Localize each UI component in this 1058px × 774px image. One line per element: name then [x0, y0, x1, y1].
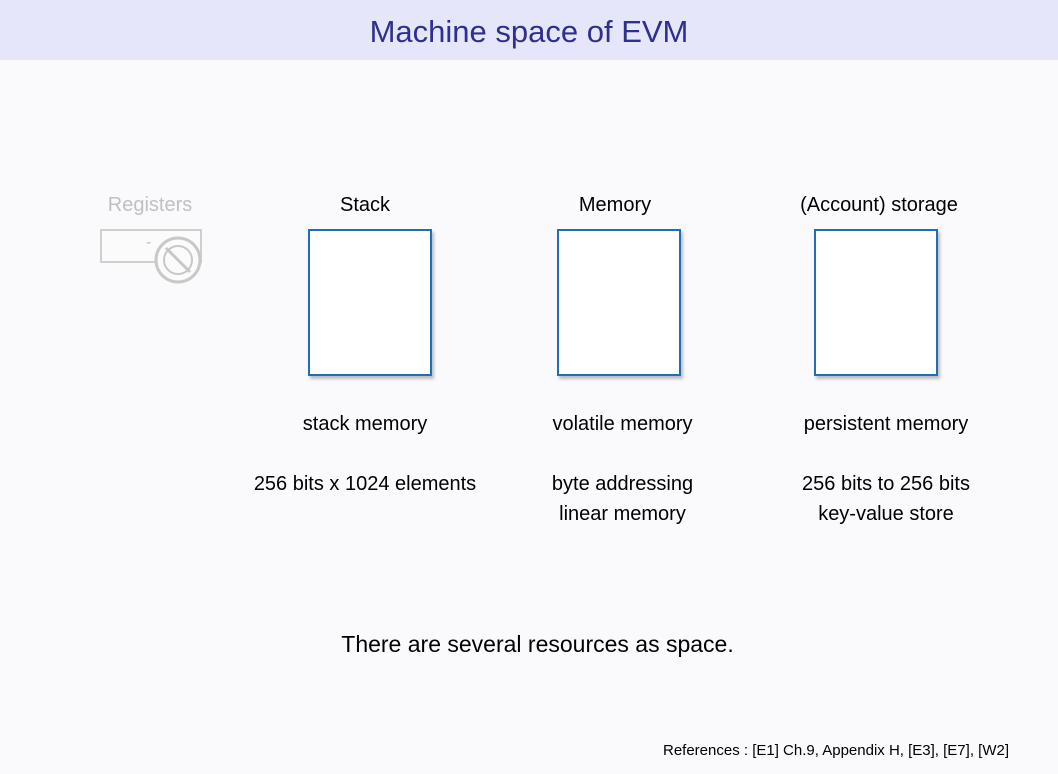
stack-desc-size: 256 bits x 1024 elements: [253, 473, 477, 495]
summary-text: There are several resources as space.: [341, 631, 734, 657]
stack-box: [308, 229, 432, 376]
memory-desc-linear: linear memory: [559, 503, 686, 525]
slide-title: Machine space of EVM: [369, 14, 689, 49]
references: References : [E1] Ch.9, Appendix H, [E3]…: [662, 742, 1009, 759]
storage-label: (Account) storage: [800, 194, 958, 216]
storage-box: [814, 229, 938, 376]
memory-desc-addressing: byte addressing: [551, 473, 694, 495]
memory-desc-type: volatile memory: [552, 413, 693, 435]
registers-value: -: [146, 234, 152, 251]
storage-desc-type: persistent memory: [803, 413, 969, 435]
storage-desc-kv: key-value store: [818, 503, 954, 525]
title-bar: [0, 0, 1058, 60]
stack-label: Stack: [339, 194, 391, 216]
memory-label: Memory: [578, 194, 652, 216]
storage-desc-mapping: 256 bits to 256 bits: [802, 473, 970, 495]
stack-desc-type: stack memory: [302, 413, 428, 435]
registers-label: Registers: [107, 194, 193, 216]
no-entry-icon: [154, 236, 202, 284]
memory-box: [557, 229, 681, 376]
